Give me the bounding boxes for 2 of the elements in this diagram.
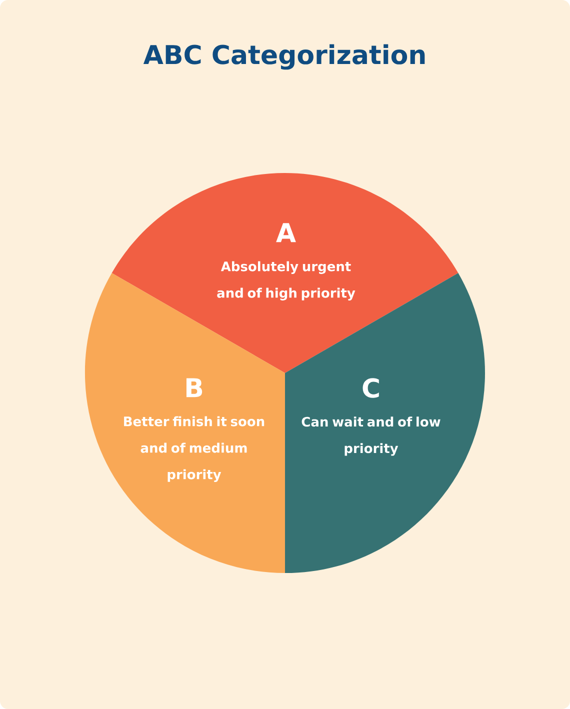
- pie-slice: A Absolutely urgent and of high priority: [112, 172, 458, 373]
- title: ABC Categorization: [143, 44, 425, 70]
